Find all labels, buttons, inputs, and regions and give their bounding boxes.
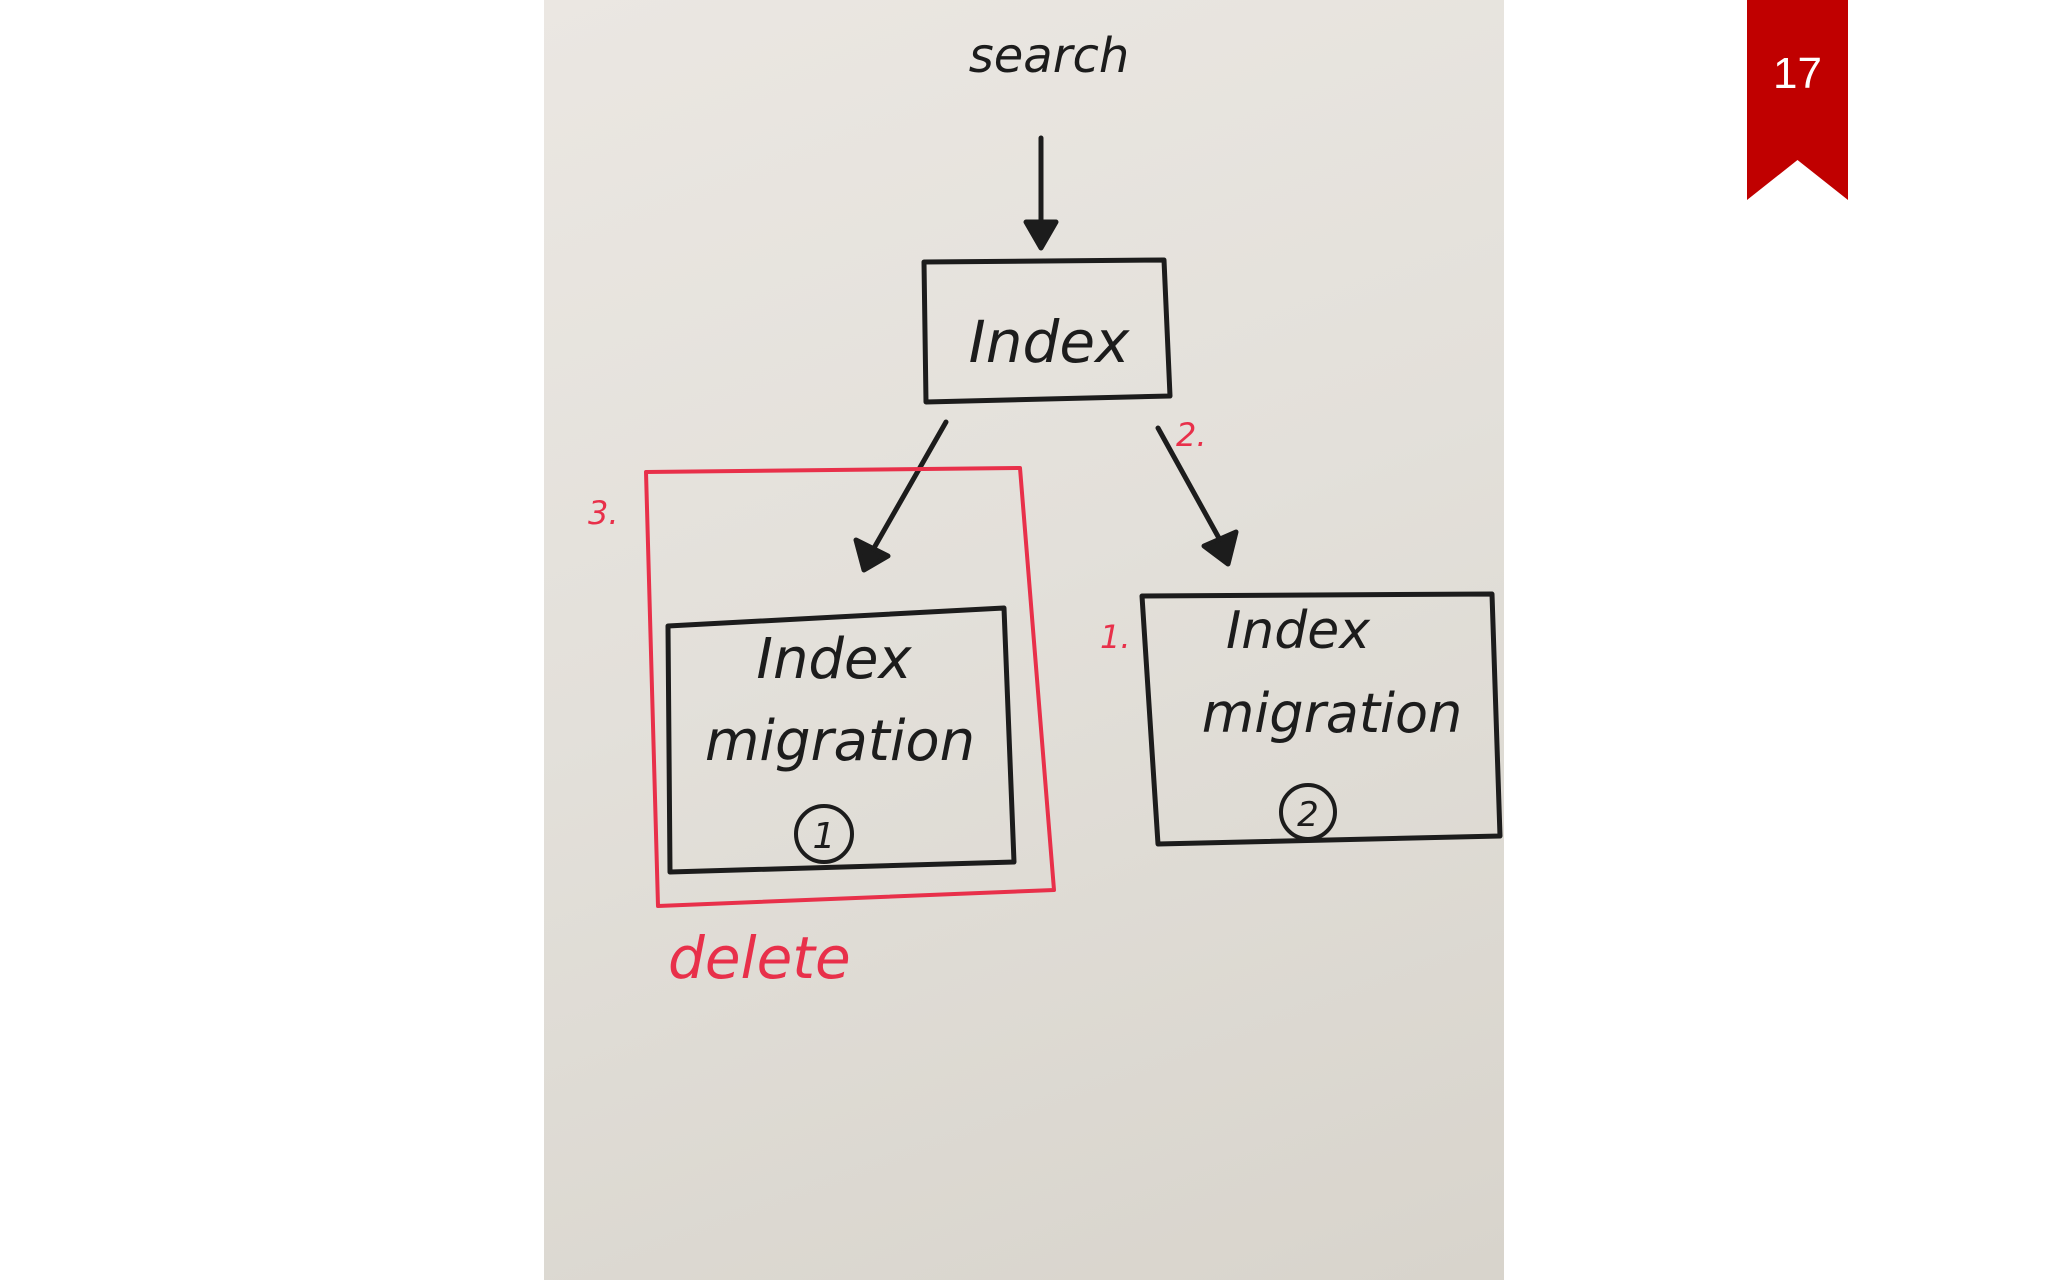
migration-1-badge: 1 — [813, 816, 836, 857]
index-label: Index — [969, 308, 1130, 376]
diagram-photo: search Index 2. — [544, 0, 1504, 1280]
migration-1-badge-circle — [794, 804, 854, 864]
hand-drawn-diagram: search Index 2. — [588, 28, 1503, 992]
search-label: search — [969, 28, 1130, 84]
step-1-label: 1. — [1100, 618, 1131, 656]
migration-2-box: Index migration 2 — [1139, 591, 1503, 847]
arrow-search-to-index — [1023, 135, 1059, 251]
migration-2-badge-circle — [1279, 783, 1337, 841]
arrow-index-to-migration-1 — [853, 419, 949, 573]
slide-number: 17 — [1773, 49, 1822, 98]
delete-frame — [644, 466, 1056, 908]
step-3-label: 3. — [588, 494, 619, 532]
slide-number-ribbon: 17 — [1747, 0, 1848, 200]
migration-1-subtitle: migration — [705, 709, 975, 774]
migration-1-title: Index — [756, 627, 912, 692]
ribbon-shape — [1747, 0, 1848, 200]
ribbon-fill — [1747, 0, 1848, 200]
migration-1-box: Index migration 1 — [665, 605, 1017, 875]
step-2-label: 2. — [1176, 416, 1207, 454]
migration-2-title: Index — [1226, 601, 1371, 661]
index-box: Index — [921, 257, 1173, 405]
migration-2-badge: 2 — [1297, 795, 1319, 835]
delete-label: delete — [668, 924, 851, 992]
migration-2-subtitle: migration — [1202, 682, 1463, 745]
arrow-index-to-migration-2 — [1155, 425, 1239, 567]
